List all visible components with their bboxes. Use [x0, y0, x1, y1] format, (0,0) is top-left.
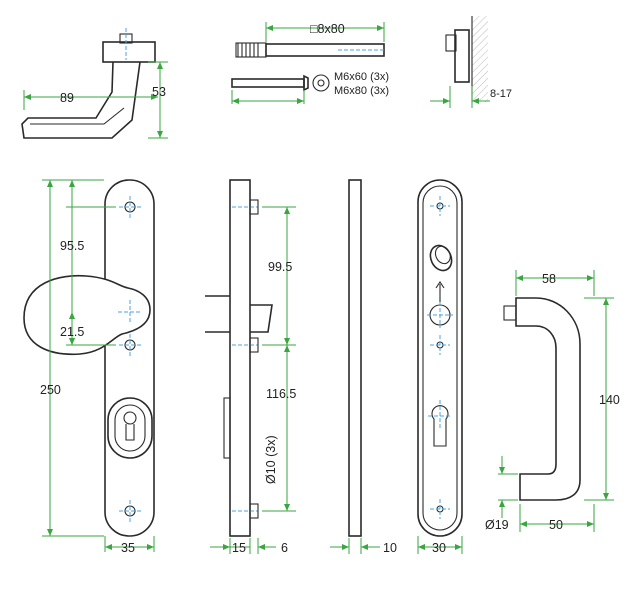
back-plate-view: 30 [417, 179, 463, 555]
dim-hole-dist-3: 116.5 [266, 387, 296, 401]
dim-handle-width: 89 [60, 91, 74, 105]
dim-plate-width-front: 35 [121, 541, 135, 555]
dim-uhandle-diameter: Ø19 [485, 518, 509, 532]
dim-offset: 21.5 [60, 325, 84, 339]
dim-door-thickness: 8-17 [490, 88, 512, 100]
screw-view: M6x60 (3x) M6x80 (3x) [231, 71, 389, 104]
dim-hole-diameter: Ø10 (3x) [264, 435, 278, 484]
dim-handle-height: 53 [152, 85, 166, 99]
screw-label-b: M6x80 (3x) [334, 85, 389, 97]
side-plate-view: 99.5 116.5 Ø10 (3x) 15 6 [205, 179, 296, 555]
dim-back-width: 30 [432, 541, 446, 555]
dim-hole-dist-2: 99.5 [268, 260, 292, 274]
dim-uhandle-height: 140 [599, 393, 620, 407]
screw-label-a: M6x60 (3x) [334, 71, 389, 83]
lever-handle-view: 89 53 [21, 28, 168, 139]
door-section-view: 8-17 [430, 16, 512, 108]
dim-total-height: 250 [40, 383, 61, 397]
spindle-view: □8x80 [235, 22, 385, 58]
dim-uhandle-depth: 50 [549, 518, 563, 532]
u-handle-view: 58 140 50 Ø19 [485, 270, 620, 532]
dim-hole-dist-1: 95.5 [60, 239, 84, 253]
dim-side-thickness: 15 [232, 541, 246, 555]
dim-side-offset: 6 [281, 541, 288, 555]
dim-spindle: □8x80 [310, 22, 345, 36]
dim-uhandle-width: 58 [542, 272, 556, 286]
dim-back-thickness: 10 [383, 541, 397, 555]
front-plate-view: 250 95.5 21.5 35 [23, 179, 155, 555]
back-plate-side-view: 10 [330, 179, 397, 555]
